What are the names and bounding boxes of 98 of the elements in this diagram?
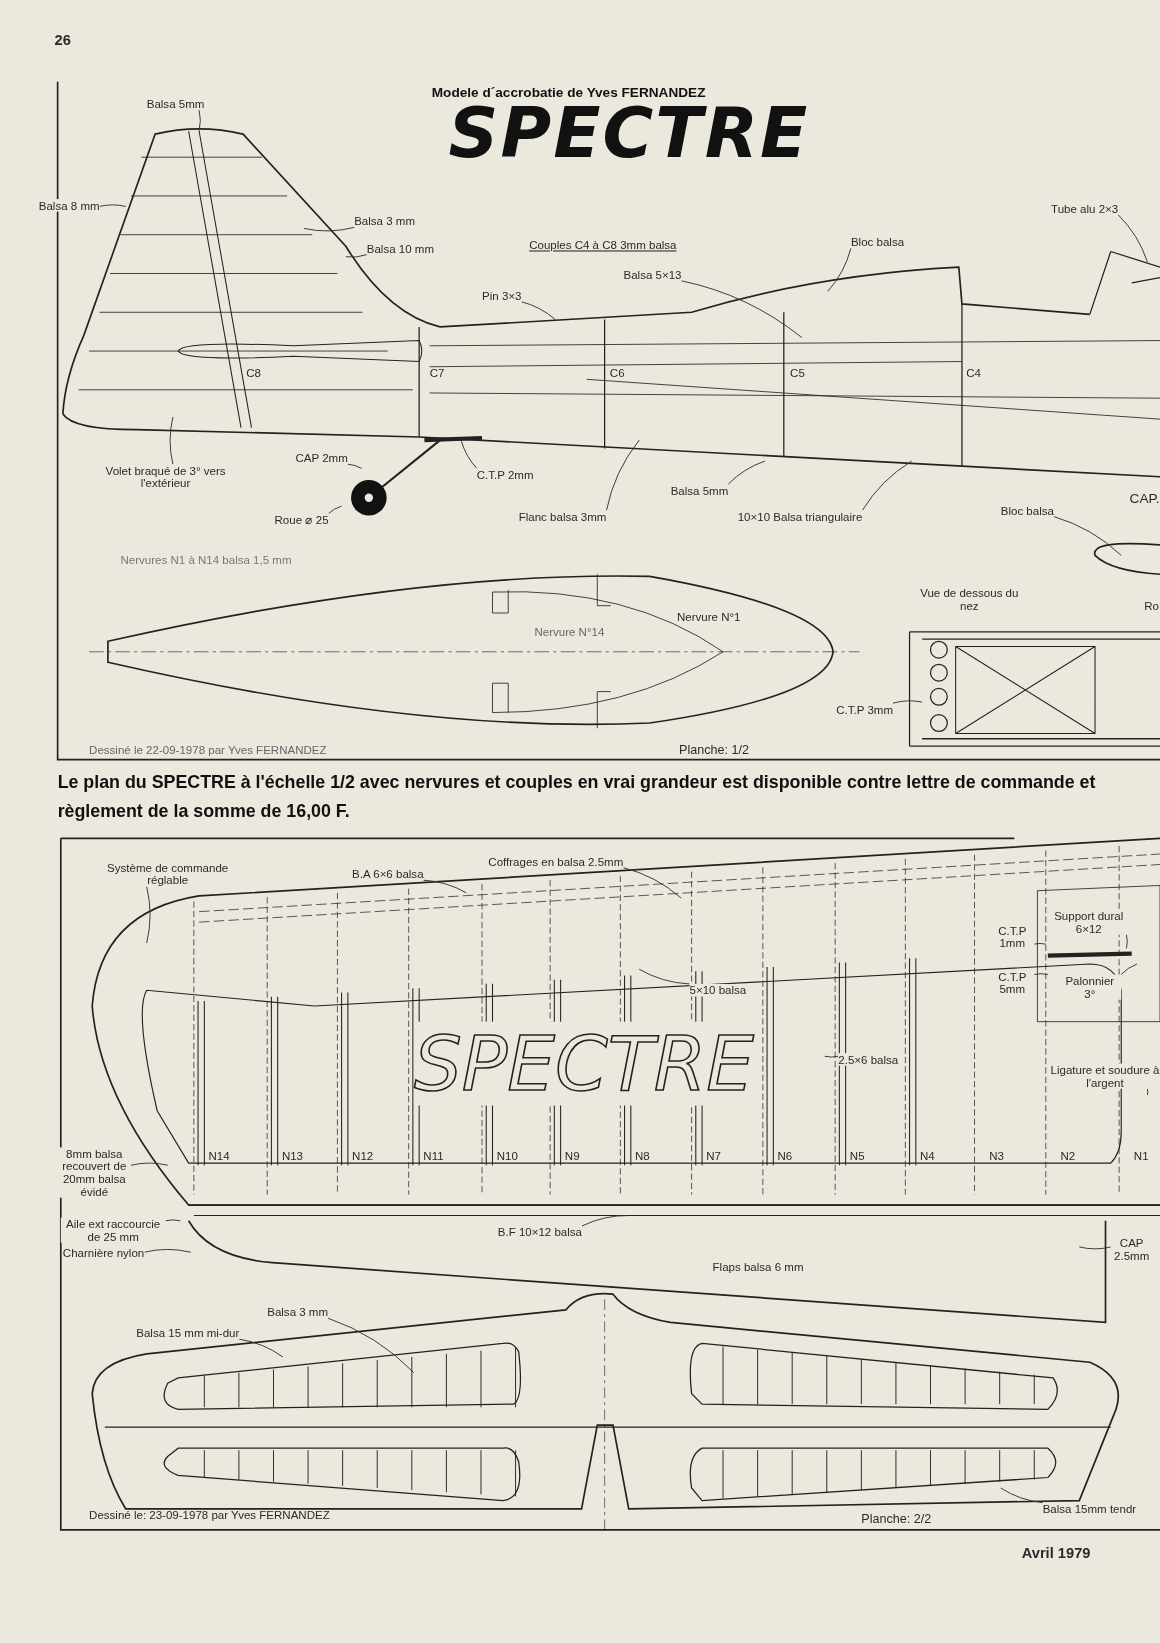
leader-line [1120,963,1138,975]
callout-label: Tube alu 2×3 [1051,202,1119,215]
leader-line [827,247,852,292]
leader-line [165,1219,181,1222]
rib-label: Nervure N°1 [676,610,741,624]
callout-label: Balsa 10 mm [366,242,435,255]
callout-label: Balsa 3 mm [354,214,416,228]
callout-label: Bloc balsa [850,235,905,249]
frame-label: C8 [246,366,261,380]
leader-line [1078,1246,1112,1250]
leader-line [345,254,368,258]
callout-label: Flanc balsa 3mm [518,510,607,523]
note: Couples C4 à C8 3mm balsa [529,238,677,252]
callout-label: Balsa 5×13 [623,268,682,281]
frame-label: C4 [966,366,981,380]
caption: Le plan du SPECTRE à l'échelle 1/2 avec nervures et couples en vrai grandeur est disponible contre lettre de commande et règlement de la somme de 16,00 F. [57,771,1097,824]
leader-line [238,1338,284,1358]
callout-label: Pin 3×3 [482,289,522,302]
leader-line [423,879,467,894]
leader-line [521,301,556,321]
leader-line [327,1317,415,1374]
rib-number: N5 [849,1149,865,1163]
leader-line [681,280,803,338]
leader-line [198,109,201,132]
view-label: Vue de dessous du nez [919,586,1020,612]
callout-label: Charnière nylon [62,1246,145,1260]
leader-line [638,968,690,985]
leader-line [347,463,362,469]
leader-line [1033,973,1049,975]
callout-label: Ligature et soudure à l'argent [1049,1063,1160,1089]
leader-line [861,460,913,511]
callout-label: Balsa 3 mm [267,1305,329,1319]
leader-line [622,867,682,899]
rib-number: N3 [989,1149,1004,1163]
callout-label: Roue ⌀ 25 [274,513,329,527]
leader-line [824,1055,839,1058]
note: Flaps balsa 6 mm [712,1260,804,1274]
rib-number: N1 [1133,1149,1149,1163]
leader-line [1000,1487,1044,1504]
leader-line [581,1215,630,1227]
drawing-credit: Dessiné le: 23-09-1978 par Yves FERNANDEZ [89,1508,330,1522]
callout-label: C.T.P 3mm [836,703,893,716]
callout-label: 5×10 balsa [689,983,747,997]
leader-line [1117,214,1148,263]
rib-number: N7 [706,1149,721,1163]
leader-line [1033,943,1047,945]
rib-number: N12 [352,1149,374,1163]
drawing-credit: Dessiné le 22-09-1978 par Yves FERNANDEZ [89,744,327,757]
callout-label: Balsa 15mm tendr [1042,1502,1137,1516]
sheet-number: Planche: 1/2 [679,744,749,757]
date-line: Avril 1979 [1021,1546,1091,1560]
leader-line [143,1248,192,1253]
rib-number: N2 [1060,1149,1076,1163]
rib-number: N13 [281,1149,304,1163]
note: CAP. [1129,492,1160,506]
leader-line [328,505,343,514]
callout-label: Coffrages en balsa 2.5mm [488,855,624,868]
rib-number: N4 [920,1149,935,1163]
leader-line [303,226,355,232]
callout-label: Balsa 15 mm mi-dur [136,1326,240,1340]
leader-line [1126,934,1128,949]
leader-line [1146,1088,1149,1096]
rib-number: N9 [564,1149,580,1163]
leader-line [169,416,174,465]
rib-number: N10 [496,1149,518,1163]
callout-label: 2.5×6 balsa [838,1053,899,1066]
wing-lettering: SPECTRE [413,1021,754,1106]
frame-label: C7 [429,366,445,380]
rib-number: N8 [635,1149,650,1163]
leader-line [146,886,151,944]
rib-number: N11 [423,1149,444,1163]
frame-label: C6 [609,366,625,380]
callout-label: B.F 10×12 balsa [497,1226,582,1239]
rib-number: N6 [777,1149,793,1163]
callout-label: Balsa 5mm [670,484,729,497]
leader-line [99,204,127,207]
callout-label: 10×10 Balsa triangulaire [737,510,863,523]
callout-label: CAP 2mm [295,451,348,465]
leader-line [460,439,478,469]
sheet-number: Planche: 2/2 [861,1512,932,1525]
callout-label: Volet braqué de 3° vers l'extérieur [102,464,229,490]
note: Nervures N1 à N14 balsa 1,5 mm [120,553,292,566]
leader-line [606,439,640,511]
page-number: 26 [54,33,71,47]
callout-label: Aile ext raccourcie de 25 mm [60,1217,166,1243]
leader-line [892,700,923,704]
callout-label: C.T.P 2mm [476,468,534,481]
callout-label: Balsa 8 mm [38,199,100,212]
leader-line [727,460,766,485]
callout-label: Balsa 5mm [146,97,205,111]
leader-line [1053,516,1122,556]
note: Ro [1144,599,1159,612]
leader-line [130,1162,169,1166]
callout-label: Bloc balsa [1000,504,1054,517]
rib-label: Nervure N°14 [534,625,605,639]
frame-label: C5 [790,366,805,380]
callout-label: B.A 6×6 balsa [352,867,424,881]
rib-number: N14 [208,1149,230,1163]
